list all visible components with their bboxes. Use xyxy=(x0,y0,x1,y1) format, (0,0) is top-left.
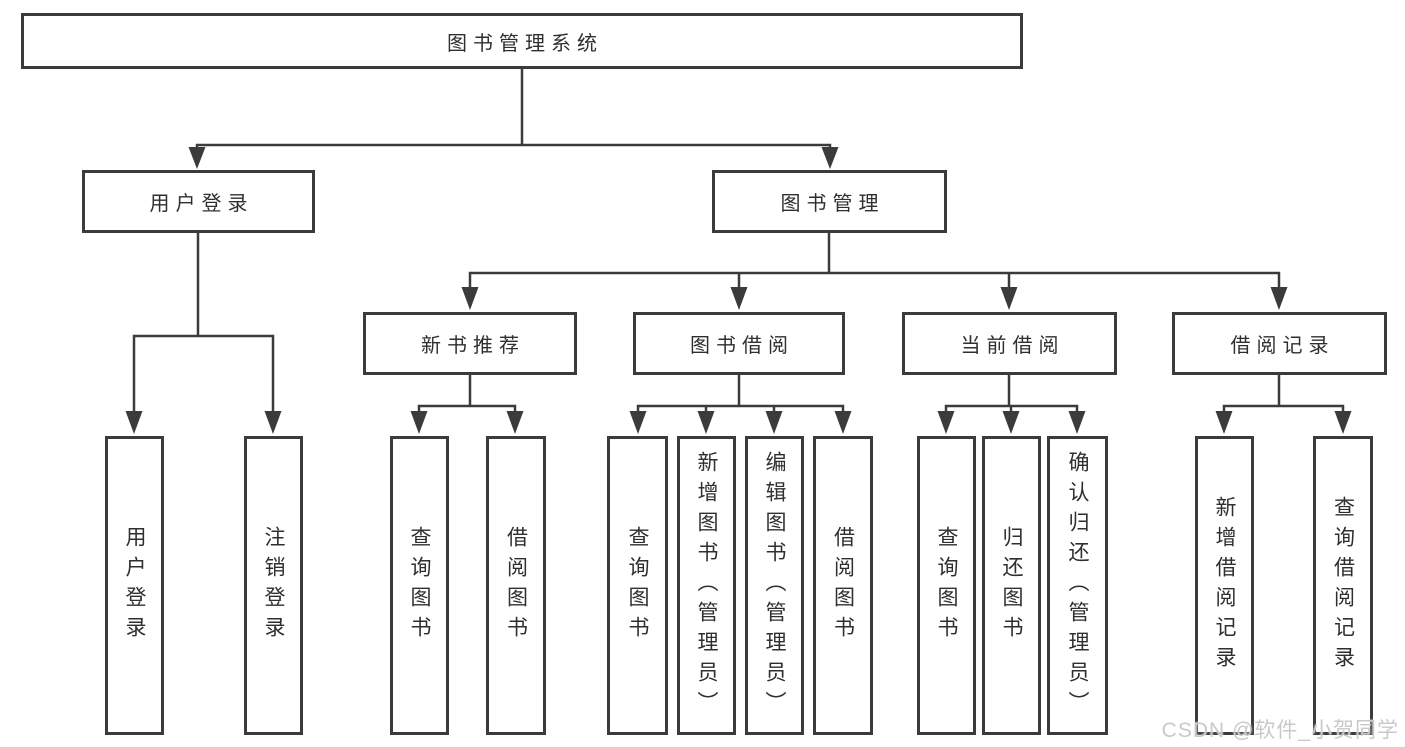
node-book-borrowing: 图书借阅 xyxy=(633,312,845,375)
node-book-borrowing-label: 图书借阅 xyxy=(690,335,794,357)
leaf-query-borrow-record-label: 查询借阅记录 xyxy=(1331,495,1355,676)
leaf-logout: 注销登录 xyxy=(244,436,303,735)
node-book-management-label: 图书管理 xyxy=(780,193,885,215)
leaf-add-borrow-record: 新增借阅记录 xyxy=(1195,436,1254,735)
leaf-user-login: 用户登录 xyxy=(105,436,164,735)
leaf-borrowing-borrow-book-label: 借阅图书 xyxy=(831,525,855,646)
leaf-borrowing-query-book: 查询图书 xyxy=(607,436,668,735)
node-user-login: 用户登录 xyxy=(82,170,315,233)
node-current-borrowing-label: 当前借阅 xyxy=(960,335,1065,357)
leaf-edit-book-admin-label: 编辑图书（管理员） xyxy=(763,450,786,721)
leaf-logout-label: 注销登录 xyxy=(262,525,285,646)
leaf-confirm-return-admin-label: 确认归还（管理员） xyxy=(1066,450,1089,721)
leaf-add-book-admin: 新增图书（管理员） xyxy=(677,436,736,735)
node-root-system-label: 图书管理系统 xyxy=(447,32,603,55)
node-borrowing-records: 借阅记录 xyxy=(1172,312,1387,375)
node-book-management: 图书管理 xyxy=(712,170,947,233)
leaf-query-borrow-record: 查询借阅记录 xyxy=(1313,436,1373,735)
leaf-add-book-admin-label: 新增图书（管理员） xyxy=(695,450,718,721)
csdn-watermark: CSDN @软件_小贺同学 xyxy=(1161,719,1399,742)
node-borrowing-records-label: 借阅记录 xyxy=(1230,335,1335,357)
leaf-user-login-label: 用户登录 xyxy=(123,525,146,646)
leaf-recommend-query-book-label: 查询图书 xyxy=(408,525,431,646)
leaf-recommend-borrow-book-label: 借阅图书 xyxy=(504,525,528,646)
node-user-login-label: 用户登录 xyxy=(149,193,254,215)
leaf-return-book: 归还图书 xyxy=(982,436,1041,735)
leaf-current-query-book: 查询图书 xyxy=(917,436,976,735)
node-root-system: 图书管理系统 xyxy=(21,13,1023,69)
leaf-confirm-return-admin: 确认归还（管理员） xyxy=(1047,436,1108,735)
leaf-borrowing-borrow-book: 借阅图书 xyxy=(813,436,873,735)
leaf-current-query-book-label: 查询图书 xyxy=(935,525,958,646)
node-new-book-recommend: 新书推荐 xyxy=(363,312,577,375)
leaf-edit-book-admin: 编辑图书（管理员） xyxy=(745,436,804,735)
node-new-book-recommend-label: 新书推荐 xyxy=(421,335,525,357)
node-current-borrowing: 当前借阅 xyxy=(902,312,1117,375)
leaf-recommend-borrow-book: 借阅图书 xyxy=(486,436,546,735)
leaf-return-book-label: 归还图书 xyxy=(1000,525,1023,646)
leaf-borrowing-query-book-label: 查询图书 xyxy=(626,525,649,646)
leaf-recommend-query-book: 查询图书 xyxy=(390,436,449,735)
leaf-add-borrow-record-label: 新增借阅记录 xyxy=(1213,495,1236,676)
